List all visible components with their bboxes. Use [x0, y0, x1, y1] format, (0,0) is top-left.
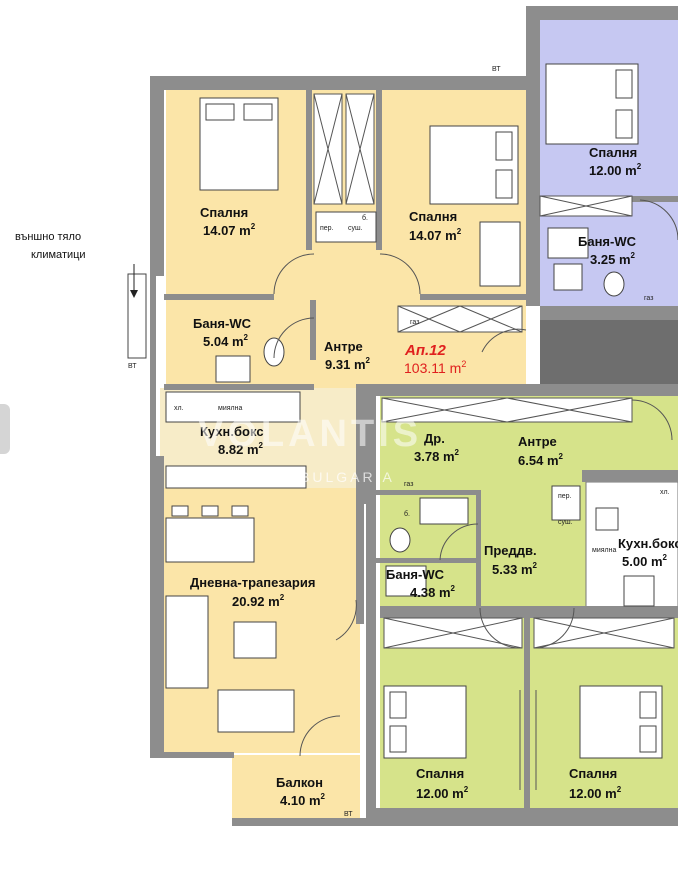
svg-text:Дневна-трапезария: Дневна-трапезария — [190, 575, 315, 590]
svg-text:14.07 m2: 14.07 m2 — [409, 227, 462, 243]
svg-text:Баня-WC: Баня-WC — [578, 234, 637, 249]
room-nb-bath-top: Баня-WC 3.25 m2 — [578, 234, 637, 267]
svg-text:Антре: Антре — [518, 434, 557, 449]
label-per: пер. — [320, 225, 334, 232]
svg-text:Балкон: Балкон — [276, 775, 323, 790]
svg-text:Кухн.бокс: Кухн.бокс — [618, 536, 678, 551]
svg-text:12.00 m2: 12.00 m2 — [589, 162, 642, 178]
beds — [199, 63, 663, 759]
label-sush: суш. — [348, 225, 363, 232]
svg-text:Спалня: Спалня — [569, 766, 617, 781]
room-nb-bedroom-top: Спалня 12.00 m2 — [589, 145, 642, 178]
svg-text:5.04 m2: 5.04 m2 — [203, 333, 249, 349]
svg-text:Спалня: Спалня — [200, 205, 248, 220]
svg-text:20.92 m2: 20.92 m2 — [232, 593, 285, 609]
room-hall: Антре 9.31 m2 — [324, 339, 371, 372]
svg-text:9.31 m2: 9.31 m2 — [325, 356, 371, 372]
svg-text:14.07 m2: 14.07 m2 — [203, 222, 256, 238]
ac-units — [127, 264, 147, 359]
svg-text:8.82 m2: 8.82 m2 — [218, 441, 264, 457]
label-gas-top: газ — [644, 295, 653, 302]
label-gas-nb: газ — [404, 481, 413, 488]
svg-text:Др.: Др. — [424, 431, 445, 446]
label-wash-nb: миялна — [592, 547, 616, 554]
label-hl-nb: хл. — [660, 489, 670, 496]
svg-text:Ап.12: Ап.12 — [404, 342, 447, 359]
vt-label-bottom: ВТ — [344, 811, 353, 818]
svg-text:4.10 m2: 4.10 m2 — [280, 792, 326, 808]
svg-text:6.54 m2: 6.54 m2 — [518, 452, 564, 468]
svg-text:3.25 m2: 3.25 m2 — [590, 251, 636, 267]
svg-text:VOLANTIS: VOLANTIS — [198, 413, 422, 455]
label-hl: хл. — [174, 405, 184, 412]
label-per-nb: пер. — [558, 493, 572, 500]
wardrobes — [313, 93, 675, 649]
room-nb-dr: Др. 3.78 m2 — [414, 431, 460, 464]
living-furniture — [165, 221, 521, 733]
svg-text:12.00 m2: 12.00 m2 — [569, 785, 622, 801]
room-nb-kitchen: Кухн.бокс 5.00 m2 — [618, 536, 678, 569]
svg-text:Баня-WC: Баня-WC — [386, 567, 445, 582]
svg-text:5.00 m2: 5.00 m2 — [622, 553, 668, 569]
vt-label-top: ВТ — [492, 66, 501, 73]
room-nb-hall: Антре 6.54 m2 — [518, 434, 564, 468]
room-kitchen: Кухн.бокс 8.82 m2 — [200, 424, 264, 457]
room-bedroom1: Спалня 14.07 m2 — [200, 205, 256, 238]
svg-text:4.38 m2: 4.38 m2 — [410, 584, 456, 600]
ac-note-line1: външно тяло — [15, 231, 81, 243]
walls — [150, 6, 678, 826]
svg-text:Спалня: Спалня — [589, 145, 637, 160]
room-bathroom: Баня-WC 5.04 m2 — [193, 316, 252, 349]
svg-text:12.00 m2: 12.00 m2 — [416, 785, 469, 801]
room-nb-bath: Баня-WC 4.38 m2 — [386, 567, 456, 600]
svg-text:103.11 m2: 103.11 m2 — [404, 359, 466, 376]
room-nb-bedroom-right: Спалня 12.00 m2 — [569, 766, 622, 801]
ac-note-line2: климатици — [31, 249, 86, 261]
label-sush-nb: суш. — [558, 519, 573, 526]
label-wash: миялна — [218, 405, 242, 412]
svg-text:BULGARIA: BULGARIA — [300, 469, 395, 485]
svg-text:Антре: Антре — [324, 339, 363, 354]
vt-label-left: ВТ — [128, 363, 137, 370]
svg-text:Преддв.: Преддв. — [484, 543, 537, 558]
bath-fixtures — [215, 211, 655, 607]
doors — [273, 199, 678, 790]
room-bedroom2: Спалня 14.07 m2 — [409, 209, 462, 243]
side-scroll-handle[interactable] — [0, 404, 10, 454]
svg-text:Спалня: Спалня — [416, 766, 464, 781]
label-b: б. — [362, 214, 368, 222]
svg-text:Спалня: Спалня — [409, 209, 457, 224]
room-nb-lobby: Преддв. 5.33 m2 — [484, 543, 538, 577]
svg-text:3.78 m2: 3.78 m2 — [414, 448, 460, 464]
label-b-nb: б. — [404, 510, 410, 518]
apartment-label: Ап.12 103.11 m2 — [404, 342, 466, 376]
svg-text:5.33 m2: 5.33 m2 — [492, 561, 538, 577]
room-living: Дневна-трапезария 20.92 m2 — [190, 575, 315, 609]
svg-text:Кухн.бокс: Кухн.бокс — [200, 424, 264, 439]
room-nb-bedroom-left: Спалня 12.00 m2 — [416, 766, 469, 801]
room-balcony: Балкон 4.10 m2 — [276, 775, 326, 808]
watermark-logo: VOLANTIS BULGARIA — [198, 413, 422, 485]
label-gas: газ — [410, 319, 419, 326]
svg-text:Баня-WC: Баня-WC — [193, 316, 252, 331]
